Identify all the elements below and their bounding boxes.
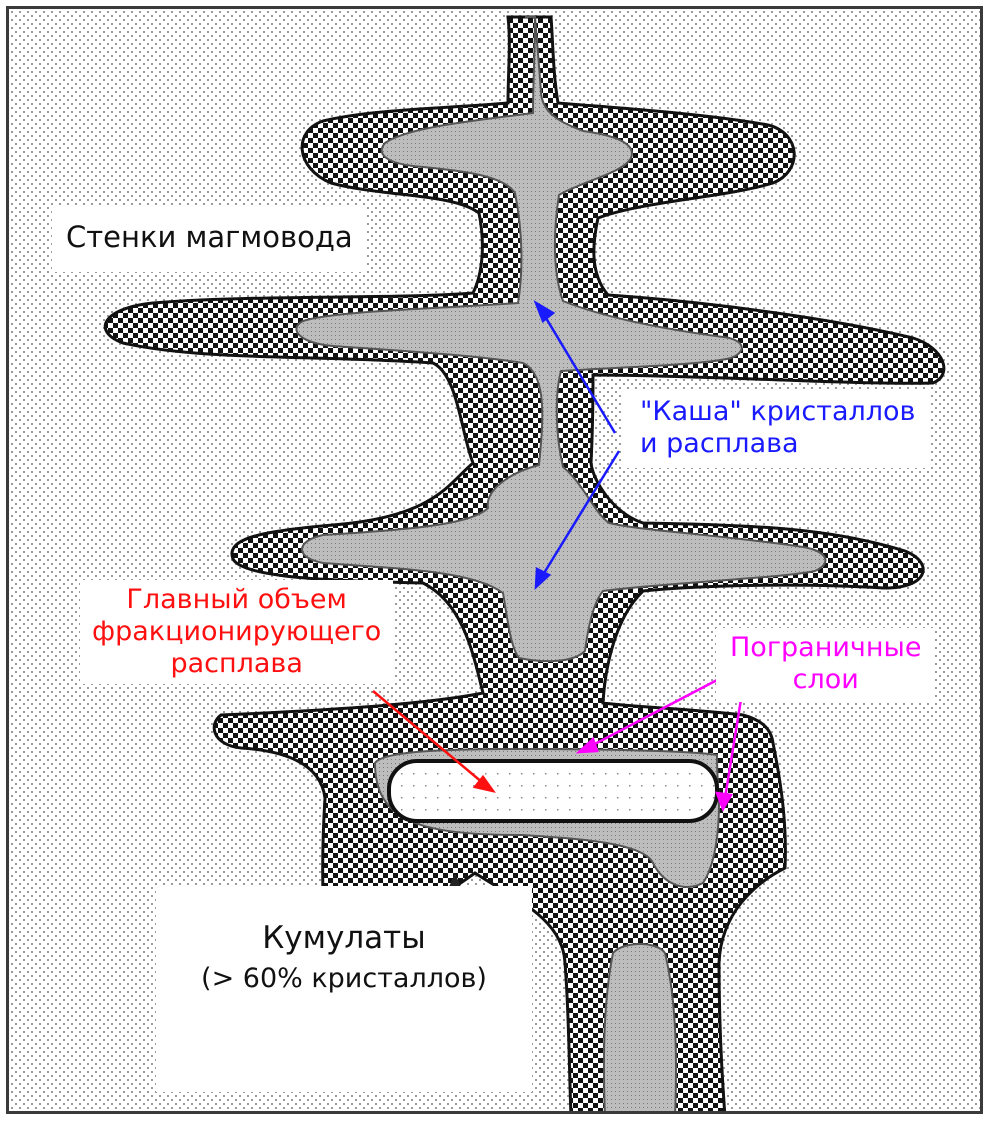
cumulates-text-line2: (> 60% кристаллов) — [156, 963, 532, 995]
main-melt-text-line3: расплава — [92, 648, 381, 680]
conduit-walls-text: Стенки магмовода — [66, 220, 353, 254]
crystal-mush-label: "Каша" кристаллов и расплава — [622, 390, 929, 468]
border-layers-text-line1: Пограничные — [730, 632, 921, 664]
crystal-mush-text-line2: и расплава — [640, 428, 915, 460]
main-melt-text-line1: Главный объем — [92, 584, 381, 616]
fractionating-melt-body — [389, 761, 717, 821]
conduit-walls-label: Стенки магмовода — [52, 206, 367, 272]
cumulates-label: Кумулаты (> 60% кристаллов) — [156, 886, 532, 1092]
crystal-mush-text-line1: "Каша" кристаллов — [640, 396, 915, 428]
main-melt-label: Главный объем фракционирующего расплава — [80, 580, 393, 684]
border-layers-label: Пограничные слои — [716, 628, 935, 702]
cumulates-text-line1: Кумулаты — [262, 920, 425, 956]
border-layers-text-line2: слои — [730, 664, 921, 696]
main-melt-text-line2: фракционирующего — [92, 616, 381, 648]
